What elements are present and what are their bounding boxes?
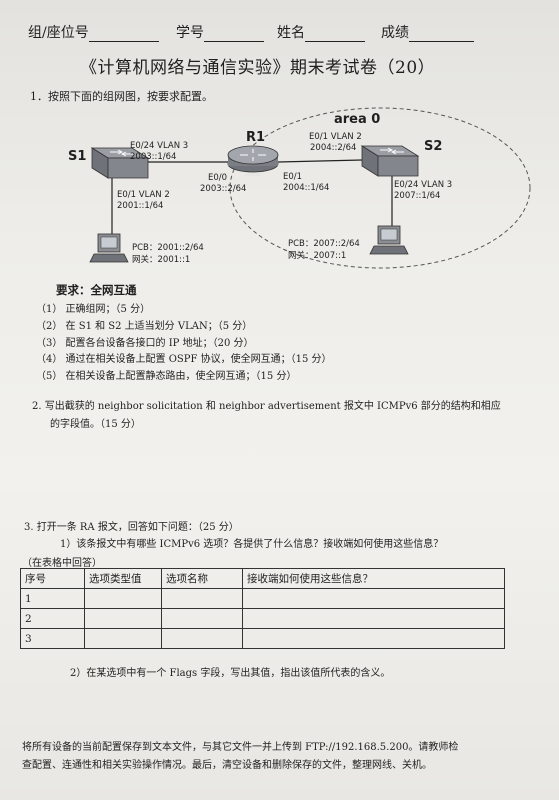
s2-e024-label: E0/24 VLAN 3 (394, 180, 453, 190)
s1-e01-ip: 2001::1/64 (117, 201, 164, 211)
s1-name: S1 (68, 149, 87, 164)
footer-line2: 查配置、连通性和相关实验操作情况。最后，清空设备和删除保存的文件，整理网线、关机… (22, 760, 432, 771)
score-label: 成绩 (381, 25, 409, 41)
q1-text: 1．按照下面的组网图，按要求配置。 (30, 90, 213, 103)
col-header-option-name: 选项名称 (161, 568, 243, 589)
switch-s1-icon (90, 147, 150, 179)
answer-cell[interactable] (242, 588, 505, 609)
s1-e024-ip: 2003::1/64 (130, 152, 177, 162)
pc-left-address: PCB：2001::2/64 (132, 243, 204, 253)
col-header-index: 序号 (20, 568, 85, 589)
col-header-option-type: 选项类型值 (84, 568, 162, 589)
header-name: 姓名 (277, 22, 365, 42)
answer-cell[interactable] (84, 588, 162, 609)
r1-e01-ip: 2004::1/64 (283, 183, 330, 193)
pc-left-gateway: 网关：2001::1 (132, 255, 191, 265)
requirement-item: （5） 在相关设备上配置静态路由，使全网互通；（15 分） (36, 371, 297, 382)
col-header-usage: 接收端如何使用这些信息？ (242, 568, 505, 589)
q3-sub2: 2）在某选项中有一个 Flags 字段，写出其值，指出该值所代表的含义。 (70, 668, 391, 679)
s2-e01-ip: 2004::2/64 (310, 143, 357, 153)
table-row: 2 (20, 608, 505, 629)
answer-cell[interactable] (161, 588, 243, 609)
router-r1-icon: E0/216 (227, 145, 279, 178)
pc-left-icon (89, 233, 129, 263)
s2-e024-ip: 2007::1/64 (394, 191, 441, 201)
name-label: 姓名 (277, 25, 305, 41)
row-index: 1 (20, 588, 85, 609)
q3-table-note: （在表格中回答） (22, 558, 102, 569)
answer-cell[interactable] (84, 628, 162, 649)
answer-cell[interactable] (161, 608, 243, 629)
s1-e01-label: E0/1 VLAN 2 (117, 190, 170, 200)
link-r1-s2 (277, 159, 363, 163)
header-score: 成绩 (381, 22, 474, 42)
requirement-item: （3） 配置各台设备各接口的 IP 地址；（20 分） (36, 338, 254, 349)
r1-e00-ip: 2003::2/64 (200, 184, 247, 194)
requirement-item: （1） 正确组网；（5 分） (36, 304, 151, 315)
header-student-id: 学号 (176, 22, 264, 42)
s2-e01-label: E0/1 VLAN 2 (309, 132, 362, 142)
requirement-item: （4） 通过在相关设备上配置 OSPF 协议，使全网互通；（15 分） (36, 354, 332, 365)
q3-sub1: 1）该条报文中有哪些 ICMPv6 选项？各提供了什么信息？接收端如何使用这些信… (60, 539, 444, 550)
q2-line2: 的字段值。（15 分） (50, 419, 141, 430)
s2-name: S2 (424, 139, 443, 154)
answer-cell[interactable] (84, 608, 162, 629)
requirement-item: （2） 在 S1 和 S2 上适当划分 VLAN；（5 分） (36, 321, 253, 332)
area0-boundary (229, 107, 531, 269)
table-row: 3 (20, 628, 505, 649)
answer-cell[interactable] (242, 608, 505, 629)
r1-e01-label: E0/1 (283, 172, 303, 182)
header-group-seat: 组/座位号 (28, 22, 159, 42)
exam-title: 《计算机网络与通信实验》期末考试卷（20） (80, 58, 436, 78)
student-id-blank[interactable] (204, 27, 264, 42)
r1-name: R1 (246, 130, 266, 145)
group-seat-label: 组/座位号 (28, 25, 89, 41)
pc-right-icon (369, 225, 409, 255)
row-index: 2 (20, 608, 85, 629)
switch-s2-icon (360, 145, 420, 177)
group-seat-blank[interactable] (88, 27, 159, 42)
answer-table: 序号 选项类型值 选项名称 接收端如何使用这些信息？ 1 2 3 (20, 568, 505, 649)
pc-right-gateway: 网关：2007::1 (288, 251, 347, 261)
requirement-title: 要求：全网互通 (56, 283, 137, 297)
q2-line1: 2. 写出截获的 neighbor solicitation 和 neighbo… (32, 401, 501, 412)
s1-e024-label: E0/24 VLAN 3 (130, 141, 189, 151)
pc-right-address: PCB：2007::2/64 (288, 239, 360, 249)
answer-cell[interactable] (161, 628, 243, 649)
score-blank[interactable] (409, 27, 474, 42)
student-id-label: 学号 (176, 25, 204, 41)
area0-label: area 0 (334, 112, 381, 127)
q3-line1: 3. 打开一条 RA 报文，回答如下问题：（25 分） (24, 522, 239, 533)
router-port-text: E0/216 (245, 172, 261, 178)
answer-cell[interactable] (242, 628, 505, 649)
footer-line1: 将所有设备的当前配置保存到文本文件，与其它文件一并上传到 FTP://192.1… (22, 742, 459, 753)
r1-e00-label: E0/0 (208, 173, 228, 183)
network-diagram: E0/216 (89, 107, 531, 269)
table-header-row: 序号 选项类型值 选项名称 接收端如何使用这些信息？ (20, 568, 505, 589)
row-index: 3 (20, 628, 85, 649)
name-blank[interactable] (305, 27, 365, 42)
table-row: 1 (20, 588, 505, 609)
